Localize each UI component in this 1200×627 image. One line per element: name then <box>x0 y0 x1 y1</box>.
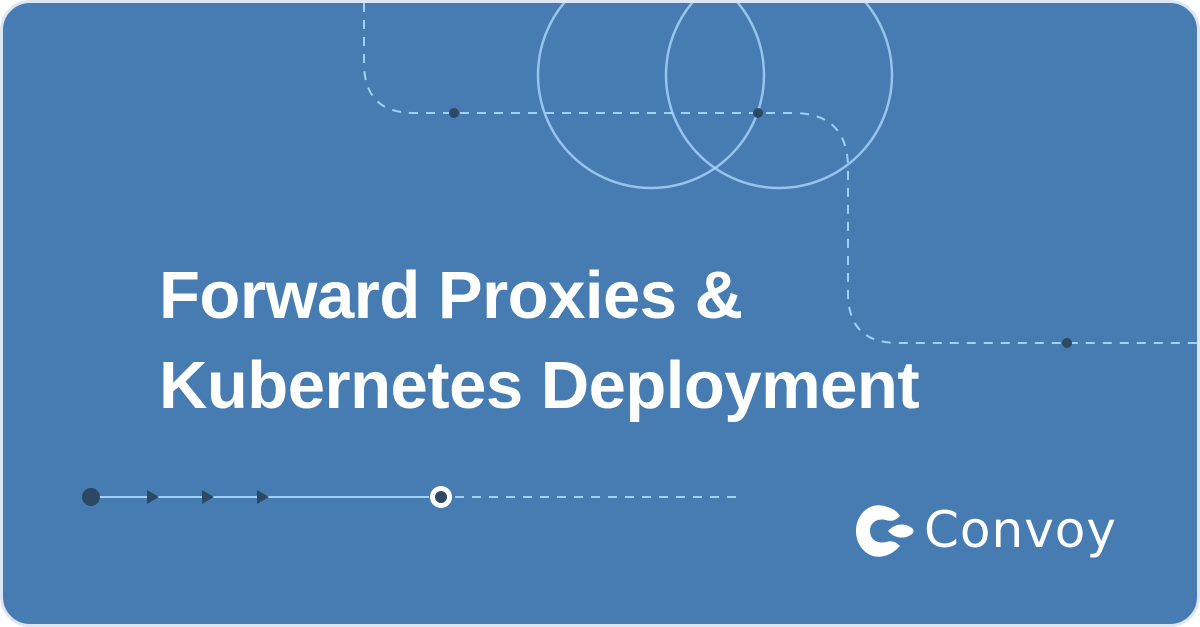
flow-start-node <box>82 488 100 506</box>
headline-line-2: Kubernetes Deployment <box>159 348 920 423</box>
path-node <box>1062 338 1072 348</box>
headline-line-1: Forward Proxies & <box>159 258 743 333</box>
decorative-network-graphic <box>82 3 1197 508</box>
flow-arrow-icon <box>257 490 269 504</box>
flow-arrow-icon <box>147 490 159 504</box>
brand-name: Convoy <box>924 501 1117 559</box>
convoy-logo-icon <box>856 505 914 557</box>
path-node <box>753 108 763 118</box>
flow-arrow-icon <box>202 490 214 504</box>
path-node <box>449 108 459 118</box>
decor-circle-left <box>536 3 766 190</box>
decor-circle-right <box>664 3 894 190</box>
brand-lockup: Convoy <box>852 498 1152 568</box>
dashed-connector-top <box>363 3 1197 344</box>
flow-current-node-center <box>435 491 447 503</box>
headline: Forward Proxies & Kubernetes Deployment <box>159 251 920 431</box>
